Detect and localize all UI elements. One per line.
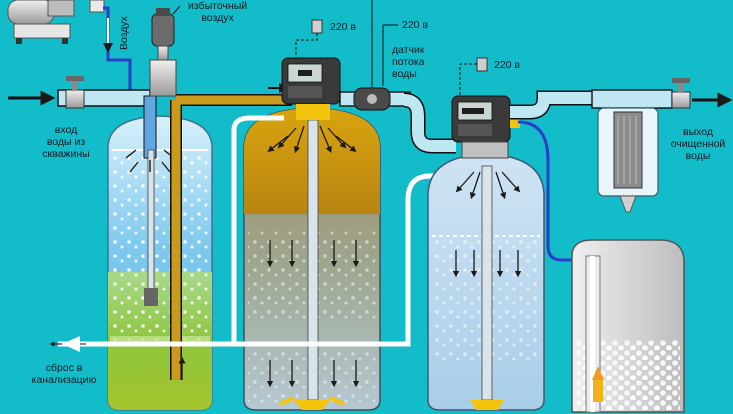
drain-arrow (62, 336, 80, 352)
drain-line-2: канализацию (31, 374, 97, 386)
aerator-tank (107, 115, 213, 411)
iron-filter-control-valve-icon (281, 57, 341, 120)
air-label: Воздух (118, 16, 130, 50)
inlet-ball-valve-icon (65, 76, 85, 109)
power-plug-icon (459, 57, 488, 96)
inlet-line-2: воды из (46, 136, 86, 148)
outlet-label: выход очищенной воды (666, 126, 730, 162)
excess-air-line-1: избыточный (188, 0, 248, 12)
outlet-line-1: выход (683, 126, 713, 138)
air-release-valve-icon (149, 5, 181, 97)
softener-control-valve-icon (451, 95, 520, 159)
outlet-ball-valve-icon (671, 78, 691, 109)
drain-line-1: сброс в (45, 362, 83, 374)
flow-sensor-line-3: воды (392, 68, 417, 80)
flow-sensor-icon (353, 87, 391, 111)
compressor-icon (7, 0, 105, 44)
inlet-label: вход воды из скважины (28, 124, 104, 160)
flow-sensor-line-1: датчик (392, 44, 425, 56)
inlet-line-3: скважины (42, 148, 90, 160)
cartridge-filter-icon (591, 89, 673, 213)
excess-air-label: избыточный воздух (188, 0, 247, 24)
outlet-line-3: воды (685, 150, 711, 162)
inlet-line-1: вход (54, 124, 78, 136)
drain-label: сброс в канализацию (22, 362, 106, 386)
power-label-flow-sensor: 220 в (402, 19, 429, 31)
flow-sensor-line-2: потока (392, 56, 425, 68)
flow-sensor-label: датчик потока воды (392, 44, 425, 80)
brine-tank-icon (571, 239, 685, 413)
power-label-iron-filter: 220 в (330, 21, 357, 33)
power-plug-icon (295, 19, 323, 58)
power-label-softener: 220 в (494, 59, 521, 71)
outlet-line-2: очищенной (670, 138, 726, 150)
excess-air-line-2: воздух (201, 12, 234, 24)
